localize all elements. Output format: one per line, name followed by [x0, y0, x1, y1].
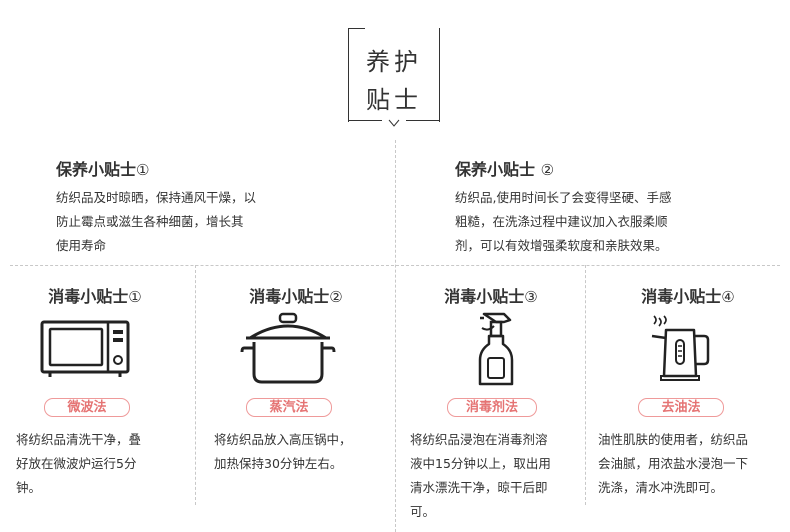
pot-icon — [240, 312, 336, 384]
method-badge-degrease: 去油法 — [638, 398, 724, 417]
care-tip-title-text: 保养小贴士 — [455, 160, 536, 179]
disinfect-number: ③ — [524, 288, 538, 306]
disinfect-title-text: 消毒小贴士 — [641, 287, 722, 306]
disinfect-line: 钟。 — [16, 480, 42, 495]
kettle-icon — [651, 315, 710, 381]
disinfect-tip-1-body: 将纺织品清洗干净，叠 好放在微波炉运行5分 钟。 — [16, 428, 188, 500]
disinfect-number: ① — [128, 288, 142, 306]
row-divider — [10, 265, 780, 266]
care-tip-line: 纺织品,使用时间长了会变得坚硬、手感 — [455, 190, 672, 205]
chevron-down-icon — [388, 119, 400, 127]
disinfect-title-text: 消毒小贴士 — [444, 287, 525, 306]
disinfect-tip-3-title: 消毒小贴士③ — [398, 283, 584, 307]
page-title-line2: 贴士 — [366, 86, 422, 114]
disinfect-tip-2-title: 消毒小贴士② — [198, 283, 394, 307]
spray-bottle-icon — [478, 312, 514, 386]
disinfect-line: 将纺织品放入高压锅中， — [214, 432, 352, 447]
care-tip-title-text: 保养小贴士 — [56, 160, 137, 179]
col-divider-1 — [195, 265, 196, 505]
center-divider — [395, 140, 396, 532]
disinfect-line: 油性肌肤的使用者，纺织品 — [598, 432, 749, 447]
col-divider-3 — [585, 265, 586, 505]
disinfect-title-text: 消毒小贴士 — [249, 287, 330, 306]
disinfect-line: 液中15分钟以上，取出用 — [410, 456, 551, 471]
frame-bottom-left — [348, 120, 382, 122]
disinfect-line: 会油腻，用浓盐水浸泡一下 — [598, 456, 749, 471]
disinfect-line: 将纺织品浸泡在消毒剂溶 — [410, 432, 548, 447]
care-tip-line: 使用寿命 — [56, 238, 107, 253]
disinfect-tip-2-body: 将纺织品放入高压锅中， 加热保持30分钟左右。 — [214, 428, 390, 476]
disinfect-tip-4-title: 消毒小贴士④ — [588, 283, 788, 307]
disinfect-line: 可。 — [410, 504, 436, 519]
care-tip-number: ② — [540, 161, 555, 179]
care-tip-2: 保养小贴士 ② 纺织品,使用时间长了会变得坚硬、手感 粗糙，在洗涤过程中建议加入… — [455, 156, 775, 258]
frame-right-edge — [438, 28, 440, 122]
care-tip-body: 纺织品及时晾晒，保持通风干燥，以 防止霉点或滋生各种细菌，增长其 使用寿命 — [56, 186, 376, 258]
section-title-frame: 养护 贴士 — [348, 28, 440, 127]
care-tip-title: 保养小贴士 ② — [455, 156, 775, 180]
disinfect-line: 将纺织品清洗干净，叠 — [16, 432, 142, 447]
disinfect-line: 加热保持30分钟左右。 — [214, 456, 343, 471]
frame-left-edge — [348, 28, 350, 122]
care-tip-line: 粗糙，在洗涤过程中建议加入衣服柔顺 — [455, 214, 668, 229]
care-tip-line: 防止霉点或滋生各种细菌，增长其 — [56, 214, 244, 229]
method-badge-microwave: 微波法 — [44, 398, 130, 417]
care-tip-number: ① — [136, 161, 150, 179]
microwave-icon — [40, 320, 130, 377]
care-tip-line: 剂，可以有效增强柔软度和亲肤效果。 — [455, 238, 668, 253]
care-tip-line: 纺织品及时晾晒，保持通风干燥，以 — [56, 190, 257, 205]
frame-bottom-right — [406, 120, 440, 122]
disinfect-line: 清水漂洗干净，晾干后即 — [410, 480, 548, 495]
care-tip-body: 纺织品,使用时间长了会变得坚硬、手感 粗糙，在洗涤过程中建议加入衣服柔顺 剂，可… — [455, 186, 775, 258]
method-badge-steam: 蒸汽法 — [246, 398, 332, 417]
care-tip-1: 保养小贴士① 纺织品及时晾晒，保持通风干燥，以 防止霉点或滋生各种细菌，增长其 … — [56, 156, 376, 258]
disinfect-title-text: 消毒小贴士 — [48, 287, 129, 306]
disinfect-tip-4-body: 油性肌肤的使用者，纺织品 会油腻，用浓盐水浸泡一下 洗涤，清水冲洗即可。 — [598, 428, 784, 500]
disinfect-tip-3-body: 将纺织品浸泡在消毒剂溶 液中15分钟以上，取出用 清水漂洗干净，晾干后即 可。 — [410, 428, 582, 524]
method-badge-disinfectant: 消毒剂法 — [447, 398, 537, 417]
disinfect-line: 洗涤，清水冲洗即可。 — [598, 480, 724, 495]
disinfect-tip-1-title: 消毒小贴士① — [0, 283, 190, 307]
page-title-line1: 养护 — [366, 48, 422, 76]
disinfect-number: ② — [329, 288, 343, 306]
care-tip-title: 保养小贴士① — [56, 156, 376, 180]
disinfect-line: 好放在微波炉运行5分 — [16, 456, 137, 471]
disinfect-number: ④ — [721, 288, 735, 306]
